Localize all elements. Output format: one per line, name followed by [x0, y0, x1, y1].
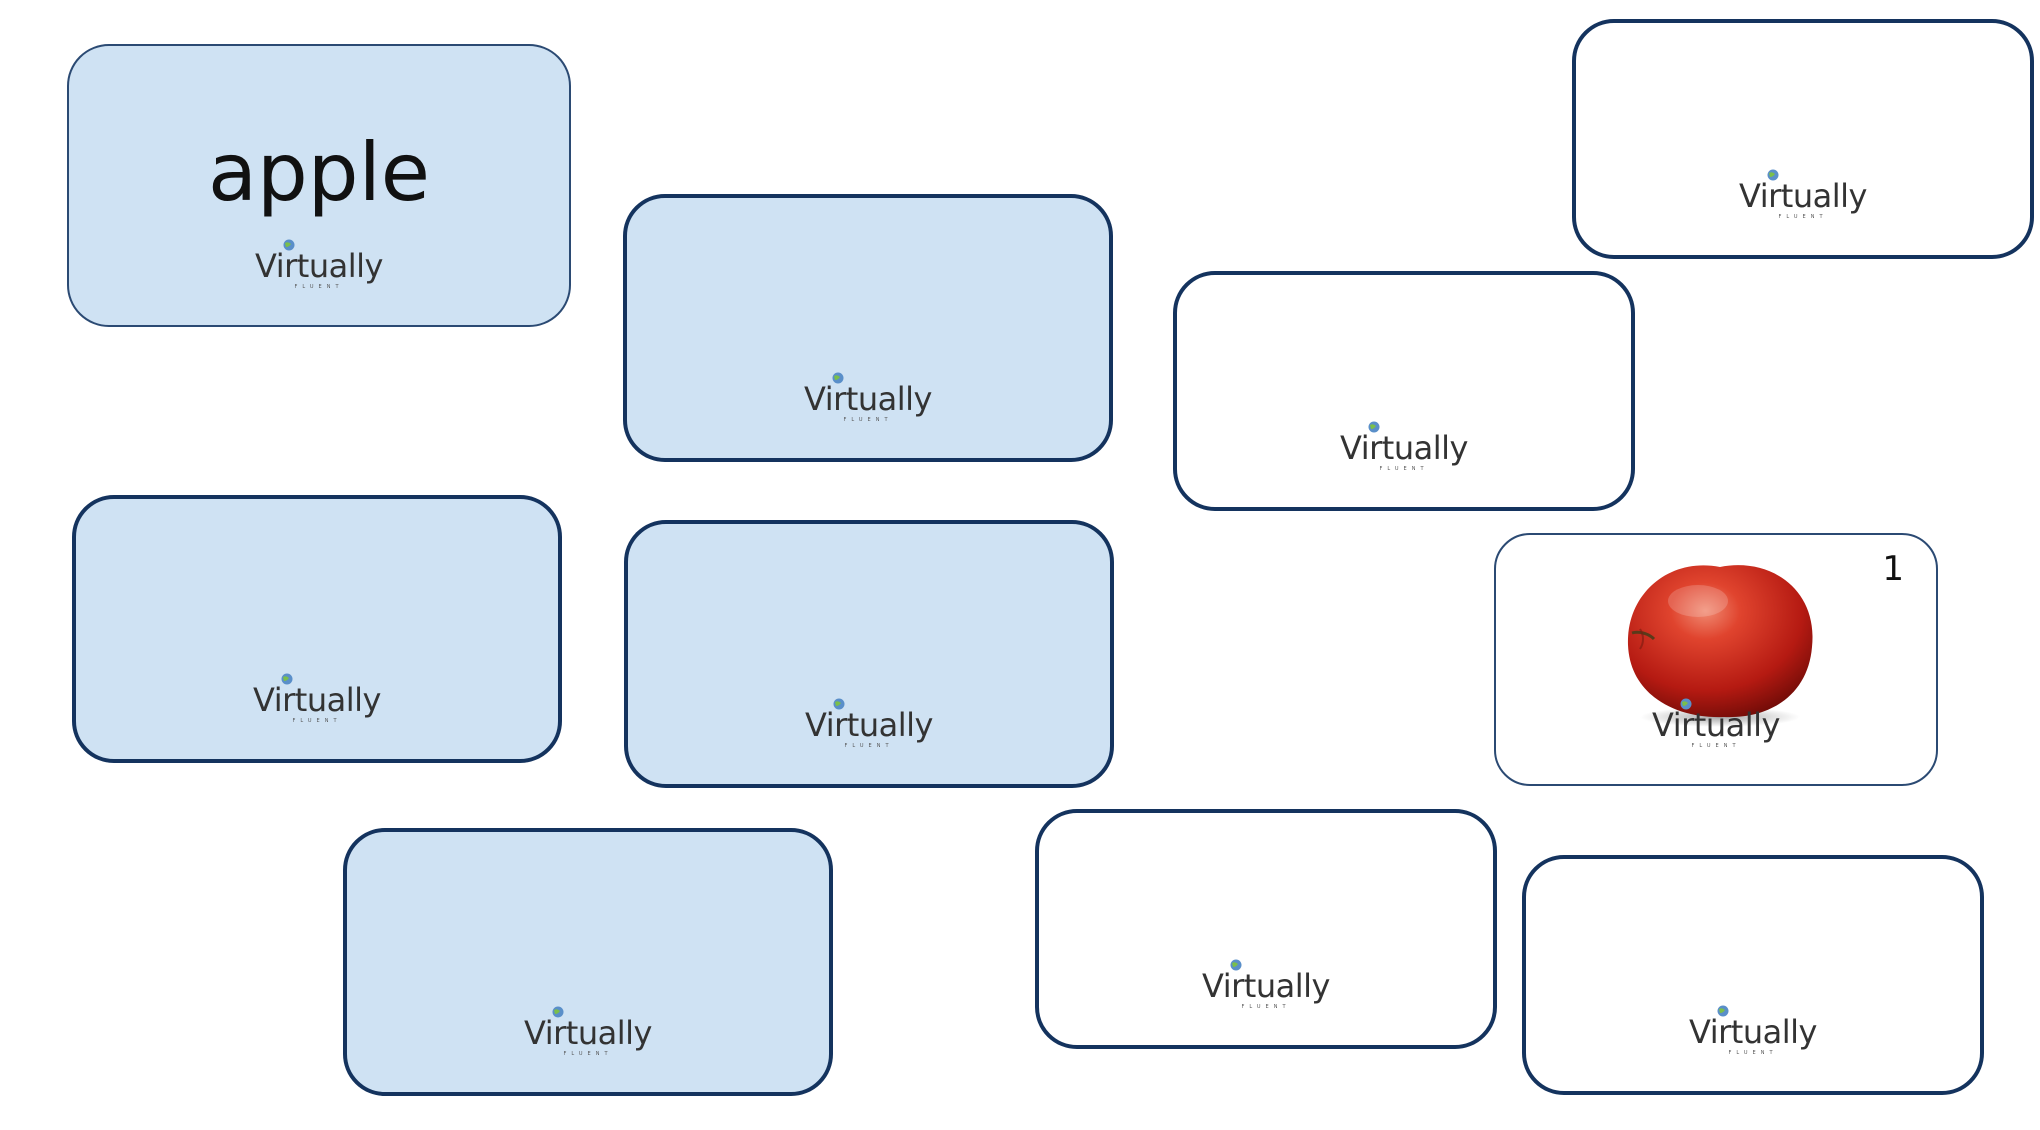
logo-word: Virtually	[524, 1014, 652, 1052]
virtually-fluent-logo: Virtually FLUENT	[804, 698, 934, 754]
card-empty[interactable]: Virtually FLUENT	[1035, 809, 1497, 1049]
globe-icon	[1767, 169, 1779, 181]
card-apple-word[interactable]: apple Virtually FLUENT	[67, 44, 571, 327]
logo-word: Virtually	[1202, 967, 1330, 1005]
logo-sub: FLUENT	[563, 1051, 613, 1057]
logo-sub: FLUENT	[294, 284, 344, 290]
virtually-fluent-logo: Virtually FLUENT	[523, 1006, 653, 1062]
apple-image-icon	[1627, 565, 1813, 727]
virtually-fluent-logo: Virtually FLUENT	[1651, 698, 1781, 754]
card-face-down[interactable]: Virtually FLUENT	[624, 520, 1114, 788]
logo-word: Virtually	[1652, 706, 1780, 744]
card-number: 1	[1882, 549, 1904, 589]
logo-word: Virtually	[1739, 177, 1867, 215]
globe-icon	[833, 698, 845, 710]
card-empty[interactable]: Virtually FLUENT	[1173, 271, 1635, 511]
globe-icon	[1230, 959, 1242, 971]
card-apple-picture[interactable]: 1 Virtually FLUENT	[1494, 533, 1938, 786]
globe-icon	[281, 673, 293, 685]
globe-icon	[1717, 1005, 1729, 1017]
logo-sub: FLUENT	[292, 718, 342, 724]
globe-icon	[552, 1006, 564, 1018]
logo-sub: FLUENT	[1379, 466, 1429, 472]
logo-sub: FLUENT	[1691, 743, 1741, 749]
virtually-fluent-logo: Virtually FLUENT	[1339, 421, 1469, 477]
card-face-down[interactable]: Virtually FLUENT	[623, 194, 1113, 462]
logo-sub: FLUENT	[1728, 1050, 1778, 1056]
logo-sub: FLUENT	[1241, 1004, 1291, 1010]
logo-word: Virtually	[805, 706, 933, 744]
virtually-fluent-logo: Virtually FLUENT	[1738, 169, 1868, 225]
virtually-fluent-logo: Virtually FLUENT	[803, 372, 933, 428]
logo-sub: FLUENT	[843, 417, 893, 423]
logo-word: Virtually	[1689, 1013, 1817, 1051]
logo-word: Virtually	[253, 681, 381, 719]
globe-icon	[283, 239, 295, 251]
card-empty[interactable]: Virtually FLUENT	[1572, 19, 2034, 259]
globe-icon	[832, 372, 844, 384]
card-face-down[interactable]: Virtually FLUENT	[72, 495, 562, 763]
logo-sub: FLUENT	[1778, 214, 1828, 220]
logo-sub: FLUENT	[844, 743, 894, 749]
globe-icon	[1368, 421, 1380, 433]
virtually-fluent-logo: Virtually FLUENT	[1688, 1005, 1818, 1061]
card-empty[interactable]: Virtually FLUENT	[1522, 855, 1984, 1095]
virtually-fluent-logo: Virtually FLUENT	[254, 239, 384, 295]
logo-word: Virtually	[255, 247, 383, 285]
virtually-fluent-logo: Virtually FLUENT	[252, 673, 382, 729]
globe-icon	[1680, 698, 1692, 710]
card-face-down[interactable]: Virtually FLUENT	[343, 828, 833, 1096]
card-word-text: apple	[207, 126, 431, 219]
logo-word: Virtually	[1340, 429, 1468, 467]
virtually-fluent-logo: Virtually FLUENT	[1201, 959, 1331, 1015]
logo-word: Virtually	[804, 380, 932, 418]
